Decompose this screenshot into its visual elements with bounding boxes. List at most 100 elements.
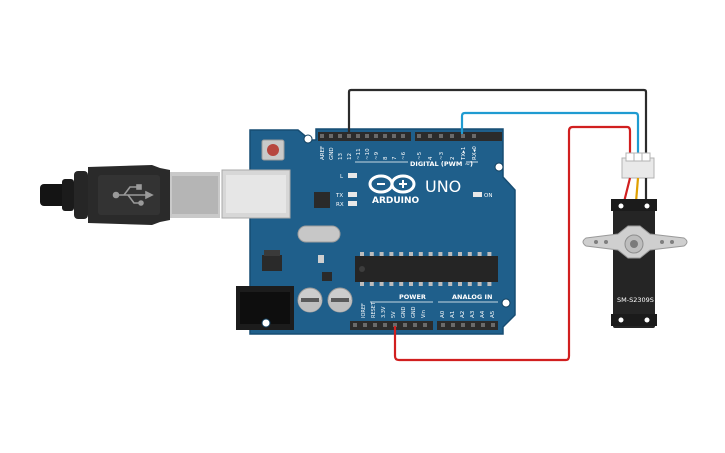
mounting-hole (261, 318, 271, 328)
small-component (318, 255, 324, 263)
pin-hole[interactable] (439, 134, 443, 138)
capacitor (327, 287, 353, 313)
pin-hole[interactable] (423, 323, 427, 327)
chip-leg (428, 252, 433, 256)
pin-hole[interactable] (353, 323, 357, 327)
analog-pin-label: A1 (450, 311, 456, 318)
pin-hole[interactable] (451, 323, 455, 327)
pin-hole[interactable] (383, 323, 387, 327)
pin-hole[interactable] (338, 134, 342, 138)
wire-power[interactable] (393, 125, 632, 362)
chip-leg (369, 252, 374, 256)
power-pin-label: Vin (421, 310, 427, 318)
pin-hole[interactable] (403, 323, 407, 327)
usb-cable[interactable] (40, 165, 220, 225)
power-pin-label: IOREF (361, 303, 367, 318)
pin-hole[interactable] (320, 134, 324, 138)
chip-leg (428, 282, 433, 286)
wire-signal[interactable] (460, 111, 640, 160)
power-header (350, 321, 433, 330)
capacitor (297, 287, 323, 313)
svg-text:TX: TX (335, 193, 343, 199)
power-pin-label: GND (411, 306, 417, 318)
pin-hole[interactable] (374, 134, 378, 138)
pin-hole[interactable] (383, 134, 387, 138)
digital-pin-label: 4 (428, 156, 434, 160)
chip-leg (438, 282, 443, 286)
pin-hole[interactable] (365, 134, 369, 138)
chip-leg (487, 252, 492, 256)
pin-hole[interactable] (393, 323, 397, 327)
chip-leg (467, 252, 472, 256)
pin-hole[interactable] (471, 323, 475, 327)
pin-hole[interactable] (347, 134, 351, 138)
servo-motor[interactable]: SM-S2309S (582, 152, 688, 328)
chip-leg (487, 282, 492, 286)
digital-pin-label: ~5 (417, 151, 423, 160)
chip-leg (458, 252, 462, 256)
pin-hole[interactable] (450, 134, 454, 138)
chip-leg (448, 252, 453, 256)
analog-pin-label: A3 (470, 310, 476, 318)
digital-pin-label: 7 (392, 156, 398, 160)
pin-hole[interactable] (441, 323, 445, 327)
digital-pin-label: 2 (450, 157, 456, 161)
digital-pin-label: ~9 (374, 151, 380, 160)
chip-leg (418, 252, 423, 256)
pin-hole[interactable] (428, 134, 432, 138)
digital-pin-label: 12 (347, 153, 353, 160)
power-pin-label: RESET (371, 301, 377, 318)
chip-leg (399, 252, 404, 256)
digital-pin-label: RX◂0 (472, 146, 478, 160)
servo-model-label: SM-S2309S (617, 296, 654, 304)
digital-pin-label: ~6 (401, 151, 407, 160)
pin-hole[interactable] (373, 323, 377, 327)
digital-header (318, 132, 502, 141)
chip-leg (379, 282, 384, 286)
pin-hole[interactable] (472, 134, 476, 138)
pin-hole[interactable] (363, 323, 367, 327)
pin-hole[interactable] (461, 323, 465, 327)
pin-hole[interactable] (413, 323, 417, 327)
voltage-regulator (262, 250, 282, 271)
pin-hole[interactable] (491, 323, 495, 327)
chip-leg (360, 252, 364, 256)
analog-header (437, 321, 498, 330)
digital-pin-label: 13 (338, 153, 344, 160)
pin-hole[interactable] (329, 134, 333, 138)
power-header-label: POWER (399, 293, 426, 301)
digital-pin-label: TX▸1 (461, 147, 467, 161)
power-pin-label: 3.3V (381, 306, 387, 318)
pin-hole[interactable] (481, 323, 485, 327)
chip-leg (409, 252, 413, 256)
mounting-hole (494, 162, 504, 172)
usb-chip (314, 192, 330, 208)
pin-hole[interactable] (356, 134, 360, 138)
chip-leg (379, 252, 384, 256)
analog-header-label: ANALOG IN (452, 293, 492, 301)
analog-pin-label: A4 (480, 310, 486, 318)
led-l: L (340, 173, 357, 180)
chip-leg (458, 282, 462, 286)
svg-text:L: L (340, 174, 344, 180)
reset-button[interactable] (261, 139, 285, 161)
chip-leg (360, 282, 364, 286)
model-label: UNO (425, 177, 461, 196)
chip-leg (399, 282, 404, 286)
pin-hole[interactable] (401, 134, 405, 138)
arduino-logo (368, 174, 416, 194)
digital-pin-label: ~11 (356, 148, 362, 160)
servo-horn[interactable] (582, 225, 688, 259)
pin-hole[interactable] (461, 134, 465, 138)
wire-ground[interactable] (347, 88, 648, 160)
chip-leg (467, 282, 472, 286)
pin-hole[interactable] (417, 134, 421, 138)
pin-hole[interactable] (392, 134, 396, 138)
power-pin-label: 5V (391, 311, 397, 318)
chip-leg (418, 282, 423, 286)
analog-pin-label: A2 (460, 311, 466, 318)
small-component (322, 272, 332, 281)
svg-text:RX: RX (336, 202, 344, 208)
